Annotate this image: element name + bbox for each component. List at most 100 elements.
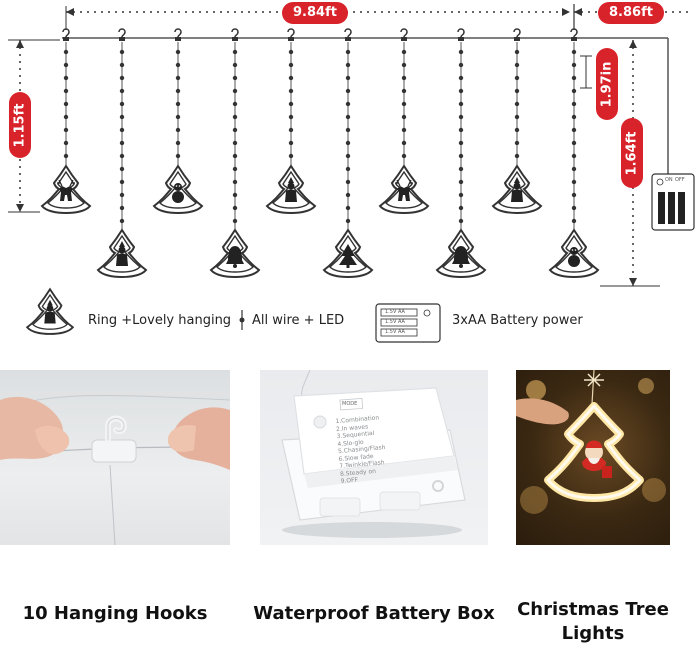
led-bead xyxy=(345,179,351,185)
led-bead xyxy=(175,62,181,68)
led-bead xyxy=(288,101,294,107)
led-bead xyxy=(345,192,351,198)
led-bead xyxy=(571,166,577,172)
led-bead xyxy=(232,179,238,185)
led-bead xyxy=(119,88,125,94)
legend-cell-label-1: 1.5V AA xyxy=(385,309,405,315)
led-bead xyxy=(514,127,520,133)
led-bead xyxy=(458,166,464,172)
legend-wire-icon xyxy=(239,310,245,330)
light-strand xyxy=(41,28,91,214)
led-bead xyxy=(119,62,125,68)
hook-spacing-label: 1.97in xyxy=(596,48,618,120)
light-strand xyxy=(323,28,373,278)
led-bead xyxy=(571,49,577,55)
led-bead xyxy=(401,62,407,68)
led-bead xyxy=(232,153,238,159)
led-bead xyxy=(63,114,69,120)
led-bead xyxy=(571,114,577,120)
led-bead xyxy=(288,88,294,94)
light-strand xyxy=(492,28,542,214)
led-bead xyxy=(232,62,238,68)
led-bead xyxy=(401,153,407,159)
led-bead xyxy=(119,49,125,55)
led-bead xyxy=(458,218,464,224)
led-bead xyxy=(119,153,125,159)
led-bead xyxy=(514,101,520,107)
light-strand xyxy=(549,28,599,278)
legend-ornament-icon xyxy=(26,288,74,335)
led-bead xyxy=(514,88,520,94)
led-bead xyxy=(458,62,464,68)
tree-ornament xyxy=(436,229,486,278)
legend-cell-label-2: 1.5V AA xyxy=(385,319,405,325)
led-bead xyxy=(571,101,577,107)
legend-battery-icon xyxy=(375,303,441,343)
led-bead xyxy=(288,153,294,159)
tree-ornament xyxy=(153,165,203,214)
led-bead xyxy=(119,140,125,146)
led-bead xyxy=(514,153,520,159)
led-bead xyxy=(458,114,464,120)
mode-button-label: MODE xyxy=(342,401,358,407)
led-bead xyxy=(175,153,181,159)
tree-light-photo xyxy=(516,370,670,545)
mode-list: 1.Combination 2.In waves 3.Sequential 4.… xyxy=(335,414,388,485)
diagram-battery-box xyxy=(651,173,695,231)
led-bead xyxy=(458,75,464,81)
led-bead xyxy=(458,179,464,185)
led-bead xyxy=(571,192,577,198)
light-strand xyxy=(153,28,203,214)
led-bead xyxy=(345,75,351,81)
led-bead xyxy=(401,101,407,107)
lead-wire-label: 8.86ft xyxy=(598,2,664,24)
led-bead xyxy=(119,101,125,107)
led-bead xyxy=(401,88,407,94)
battery-box-photo: MODE 1.Combination 2.In waves 3.Sequenti… xyxy=(260,370,488,545)
led-bead xyxy=(458,101,464,107)
led-bead xyxy=(571,218,577,224)
long-strand-label: 1.64ft xyxy=(621,118,643,188)
led-bead xyxy=(175,75,181,81)
led-bead xyxy=(232,75,238,81)
led-bead xyxy=(175,140,181,146)
hooks-caption: 10 Hanging Hooks xyxy=(22,603,208,624)
total-width-label: 9.84ft xyxy=(282,2,348,24)
led-bead xyxy=(232,140,238,146)
led-bead xyxy=(345,114,351,120)
led-bead xyxy=(345,205,351,211)
led-bead xyxy=(345,127,351,133)
led-bead xyxy=(571,153,577,159)
led-bead xyxy=(514,140,520,146)
led-bead xyxy=(458,153,464,159)
led-bead xyxy=(119,192,125,198)
led-bead xyxy=(232,127,238,133)
led-bead xyxy=(571,179,577,185)
led-bead xyxy=(514,114,520,120)
led-bead xyxy=(458,127,464,133)
led-bead xyxy=(458,192,464,198)
led-bead xyxy=(458,140,464,146)
led-bead xyxy=(345,140,351,146)
hook-spacing-dimension xyxy=(580,55,592,89)
legend-ornament-text: Ring +Lovely hanging xyxy=(88,313,232,328)
led-bead xyxy=(232,166,238,172)
led-bead xyxy=(63,153,69,159)
led-bead xyxy=(232,49,238,55)
led-bead xyxy=(571,127,577,133)
led-bead xyxy=(571,205,577,211)
led-bead xyxy=(175,114,181,120)
led-bead xyxy=(345,88,351,94)
led-bead xyxy=(63,127,69,133)
tree-ornament xyxy=(492,165,542,214)
led-bead xyxy=(63,101,69,107)
tree-ornament xyxy=(379,165,429,214)
led-bead xyxy=(288,140,294,146)
light-strand xyxy=(97,28,147,278)
led-bead xyxy=(288,49,294,55)
led-bead xyxy=(401,49,407,55)
led-bead xyxy=(401,127,407,133)
led-bead xyxy=(288,127,294,133)
led-bead xyxy=(175,101,181,107)
light-strand xyxy=(210,28,260,278)
